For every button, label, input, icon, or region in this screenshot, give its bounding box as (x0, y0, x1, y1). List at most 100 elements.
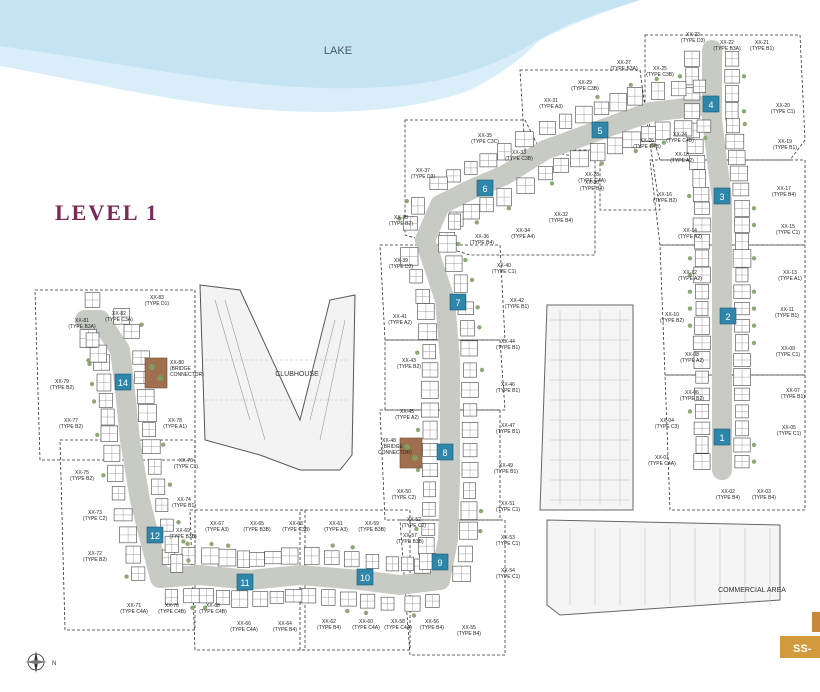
unit-block (446, 169, 461, 183)
unit-block (725, 118, 747, 134)
lake-label: LAKE (324, 45, 352, 57)
core-9: 9 (431, 553, 449, 571)
unit-block (461, 462, 479, 478)
unit-block (201, 541, 220, 565)
unit-block (300, 588, 317, 604)
unit-block (497, 143, 512, 161)
unit-block (452, 565, 471, 582)
unit-block (148, 458, 162, 475)
unit-label: XX-13(TYPE A1) (778, 270, 802, 282)
unit-label: XX-10(TYPE B2) (660, 312, 684, 324)
unit-label: XX-69(TYPE B3B) (169, 528, 197, 540)
unit-block (734, 318, 757, 333)
unit-label: XX-65(TYPE B3B) (243, 521, 271, 533)
unit-block (462, 204, 480, 225)
unit-label: XX-61(TYPE A3) (324, 521, 348, 533)
unit-block (593, 94, 610, 115)
unit-block (198, 588, 214, 610)
unit-block (385, 556, 400, 572)
unit-label: XX-21(TYPE B1) (750, 40, 774, 52)
unit-block (217, 543, 237, 567)
core-number: 5 (597, 126, 602, 136)
unit-block (607, 137, 624, 155)
commercial-label: COMMERCIAL AREA (718, 587, 786, 594)
core-8: 8 (436, 443, 454, 461)
unit-label: XX-43(TYPE B2) (397, 358, 421, 370)
unit-block (142, 422, 156, 438)
unit-label: XX-35(TYPE C3C) (471, 133, 499, 145)
unit-label: XX-39(TYPE D2) (389, 258, 414, 270)
walkway-segment (75, 310, 130, 360)
unit-block (460, 340, 478, 357)
unit-label: XX-75(TYPE B2) (70, 470, 94, 482)
unit-block (694, 387, 710, 401)
unit-label: XX-38(TYPE B2) (389, 215, 413, 227)
unit-block (269, 591, 285, 604)
unit-label: XX-12(TYPE A2) (678, 270, 702, 282)
unit-block (429, 176, 448, 190)
unit-block (138, 403, 157, 422)
core-12: 12 (146, 526, 164, 544)
unit-block (693, 453, 711, 470)
unit-label: XX-49(TYPE B1) (494, 463, 518, 475)
unit-label: XX-81(TYPE B3A) (68, 318, 96, 330)
core-3: 3 (713, 187, 731, 205)
core-6: 6 (476, 179, 494, 197)
unit-block (654, 121, 671, 145)
unit-block (415, 288, 430, 304)
unit-label: XX-77(TYPE B2) (59, 418, 83, 430)
unit-blocks (79, 50, 757, 618)
compass-icon: N (25, 651, 56, 673)
unit-label: XX-82(TYPE C3A) (105, 311, 133, 323)
unit-block (692, 169, 706, 188)
unit-block (687, 284, 710, 300)
unit-block (734, 200, 757, 217)
unit-block (339, 591, 357, 614)
unit-block (687, 301, 709, 316)
unit-label: XX-40(TYPE C1) (492, 263, 517, 275)
unit-block (237, 550, 251, 568)
unit-block (321, 589, 336, 606)
unit-block (124, 566, 146, 581)
unit-block (724, 85, 739, 102)
unit-block (693, 421, 711, 435)
lake-ripples (0, 0, 640, 89)
unit-label: XX-58(TYPE C4A) (384, 619, 412, 631)
core-1: 1 (713, 428, 731, 446)
unit-label: XX-29(TYPE C3B) (571, 80, 599, 92)
unit-label: XX-57(TYPE B3B) (396, 533, 424, 545)
unit-block (734, 217, 757, 233)
unit-label: XX-30(TYPE B4) (580, 180, 604, 192)
unit-label: XX-50(TYPE C2) (392, 489, 417, 501)
unit-label: XX-02(TYPE B4) (716, 489, 740, 501)
unit-block (119, 526, 138, 544)
unit-block (692, 335, 711, 351)
unit-block (458, 545, 473, 563)
unit-block (101, 464, 124, 482)
core-11: 11 (236, 573, 254, 591)
unit-block (365, 554, 380, 569)
unit-block (461, 422, 479, 438)
unit-block (103, 444, 121, 462)
core-10: 10 (356, 568, 374, 586)
clubhouse-label: CLUBHOUSE (275, 371, 319, 378)
unit-label: XX-09(TYPE C1) (776, 346, 801, 358)
unit-block (692, 79, 707, 93)
unit-label: XX-16(TYPE B2) (653, 192, 677, 204)
core-number: 2 (725, 312, 730, 322)
unit-block (516, 177, 535, 194)
corner-badge: SS- (780, 612, 820, 658)
unit-block (733, 353, 751, 367)
unit-label: XX-76(TYPE C1) (174, 458, 199, 470)
core-number: 10 (360, 573, 370, 583)
unit-block (725, 133, 745, 150)
unit-block (735, 334, 757, 352)
unit-label: XX-07(TYPE B1) (781, 388, 805, 400)
unit-block (694, 201, 710, 215)
core-number: 6 (482, 184, 487, 194)
unit-block (735, 267, 749, 283)
unit-block (86, 344, 107, 363)
unit-block (671, 81, 687, 97)
